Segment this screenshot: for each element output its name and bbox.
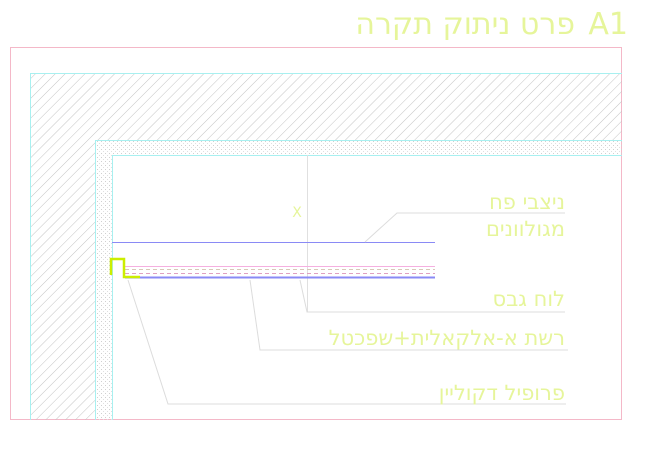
concrete-hatch <box>30 73 622 420</box>
drawing-frame <box>10 47 622 420</box>
label-studs-line1: ניצבי פח <box>489 190 565 214</box>
label-gypsum-board: לוח גבס <box>493 287 565 311</box>
ceiling-layers <box>125 266 435 279</box>
plaster-layer <box>95 140 622 420</box>
wall-edges <box>30 73 622 420</box>
leader-lines <box>127 212 568 405</box>
drawing-title: פרט ניתוק תקרה <box>355 7 575 42</box>
detail-id: A1 <box>588 7 628 42</box>
label-studs-line2: מגולוונים <box>486 217 565 241</box>
label-profile: פרופיל דקוליין <box>439 381 565 405</box>
profile-shape <box>109 257 140 279</box>
label-mesh: רשת א-אלקאלית+שפכטל <box>329 326 565 350</box>
axis-marker: X <box>292 205 302 221</box>
